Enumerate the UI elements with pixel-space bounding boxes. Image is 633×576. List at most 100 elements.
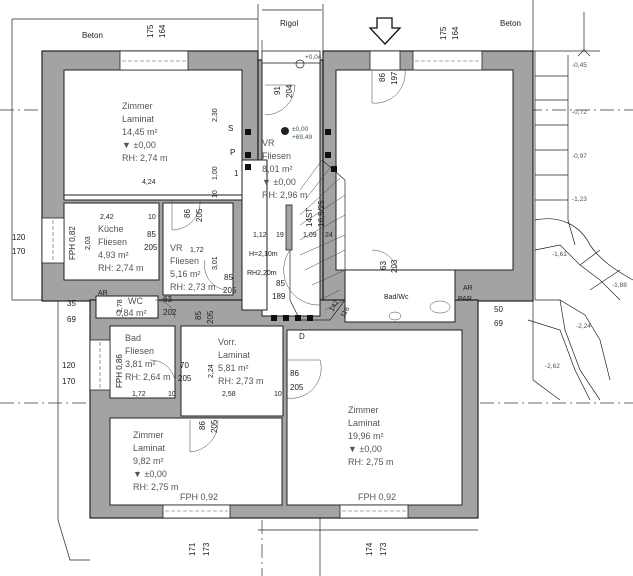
svg-text:VR: VR xyxy=(170,243,183,253)
svg-text:Laminat: Laminat xyxy=(218,350,251,360)
svg-text:Zimmer: Zimmer xyxy=(348,405,379,415)
svg-text:10: 10 xyxy=(168,391,176,398)
svg-text:AR: AR xyxy=(98,290,108,297)
svg-text:S: S xyxy=(228,124,233,133)
svg-text:RH: 2,73 m: RH: 2,73 m xyxy=(170,282,216,292)
svg-text:-0,72: -0,72 xyxy=(572,109,587,116)
svg-text:2,03: 2,03 xyxy=(85,236,92,250)
svg-text:1,12: 1,12 xyxy=(253,232,267,239)
svg-text:Fliesen: Fliesen xyxy=(170,256,199,266)
svg-text:175: 175 xyxy=(439,26,448,40)
svg-text:Laminat: Laminat xyxy=(133,443,166,453)
svg-text:-0,45: -0,45 xyxy=(572,62,587,69)
label-rigol: Rigol xyxy=(280,19,298,28)
svg-text:205: 205 xyxy=(223,286,237,295)
svg-text:RH: 2,74 m: RH: 2,74 m xyxy=(122,153,168,163)
level-marker-icon xyxy=(281,127,289,135)
svg-text:205: 205 xyxy=(195,208,204,222)
svg-text:205: 205 xyxy=(206,310,215,324)
svg-text:1,00: 1,00 xyxy=(212,166,219,180)
svg-text:▼ ±0,00: ▼ ±0,00 xyxy=(262,177,296,187)
svg-text:D: D xyxy=(299,332,305,341)
svg-text:Vorr.: Vorr. xyxy=(218,337,237,347)
svg-text:202: 202 xyxy=(163,308,177,317)
svg-text:Küche: Küche xyxy=(98,224,124,234)
doors xyxy=(149,69,406,453)
svg-text:19: 19 xyxy=(276,232,284,239)
svg-text:2,24: 2,24 xyxy=(208,364,215,378)
svg-text:173: 173 xyxy=(202,542,211,556)
svg-text:86: 86 xyxy=(183,209,192,218)
room-zimmer-bottom-left: Zimmer Laminat 9,82 m² ▼ ±0,00 RH: 2,75 … xyxy=(133,430,218,502)
svg-text:35: 35 xyxy=(67,299,76,308)
svg-text:4,24: 4,24 xyxy=(142,179,156,186)
label-beton-left: Beton xyxy=(82,31,103,40)
svg-text:24: 24 xyxy=(325,232,333,239)
svg-text:▼ ±0,00: ▼ ±0,00 xyxy=(122,140,156,150)
svg-text:-2,62: -2,62 xyxy=(545,363,560,370)
svg-text:H=2,10m: H=2,10m xyxy=(249,251,278,258)
svg-text:63: 63 xyxy=(379,261,388,270)
svg-text:203: 203 xyxy=(390,259,399,273)
svg-text:85: 85 xyxy=(276,279,285,288)
svg-text:189: 189 xyxy=(272,292,286,301)
svg-text:1,09: 1,09 xyxy=(303,232,317,239)
svg-text:10: 10 xyxy=(148,214,156,221)
svg-text:9,82 m²: 9,82 m² xyxy=(133,456,164,466)
svg-text:-1,88: -1,88 xyxy=(612,282,627,289)
toilet-icon xyxy=(429,300,451,314)
svg-text:4,93 m²: 4,93 m² xyxy=(98,250,129,260)
svg-text:RH: 2,96 m: RH: 2,96 m xyxy=(262,190,308,200)
room-bad-wc: Bad/Wc xyxy=(384,294,409,301)
svg-text:RH: 2,75 m: RH: 2,75 m xyxy=(348,457,394,467)
svg-text:205: 205 xyxy=(144,243,158,252)
room-vorr: Vorr. Laminat 5,81 m² RH: 2,73 m xyxy=(218,337,264,386)
room-zimmer-bottom-right: Zimmer Laminat 19,96 m² ▼ ±0,00 RH: 2,75… xyxy=(348,405,396,502)
svg-text:-2,24: -2,24 xyxy=(576,323,591,330)
svg-text:RH2,20m: RH2,20m xyxy=(247,270,277,277)
svg-text:86: 86 xyxy=(378,73,387,82)
level-marker-icon xyxy=(295,59,305,69)
svg-text:5,16 m²: 5,16 m² xyxy=(170,269,201,279)
room-vr-small: VR Fliesen 5,16 m² RH: 2,73 m xyxy=(170,243,216,292)
svg-text:8,01 m²: 8,01 m² xyxy=(262,164,293,174)
svg-text:204: 204 xyxy=(285,84,294,98)
svg-text:10: 10 xyxy=(274,391,282,398)
svg-text:120: 120 xyxy=(12,233,26,242)
svg-text:86: 86 xyxy=(290,369,299,378)
svg-text:120: 120 xyxy=(62,361,76,370)
room-bad: Bad Fliesen 3,81 m² RH: 2,64 m xyxy=(125,333,171,382)
svg-text:1,72: 1,72 xyxy=(190,247,204,254)
svg-text:RH: 2,64 m: RH: 2,64 m xyxy=(125,372,171,382)
svg-text:FPH 0,86: FPH 0,86 xyxy=(115,354,124,388)
svg-text:16,5/25: 16,5/25 xyxy=(317,200,326,227)
svg-text:14ST: 14ST xyxy=(305,208,314,227)
svg-text:197: 197 xyxy=(390,71,399,85)
svg-text:164: 164 xyxy=(158,24,167,38)
svg-text:63: 63 xyxy=(163,295,172,304)
svg-text:Zimmer: Zimmer xyxy=(133,430,164,440)
svg-text:142: 142 xyxy=(329,299,341,313)
svg-text:Fliesen: Fliesen xyxy=(262,151,291,161)
svg-text:▼ ±0,00: ▼ ±0,00 xyxy=(133,469,167,479)
svg-text:50: 50 xyxy=(494,305,503,314)
svg-text:171: 171 xyxy=(188,542,197,556)
svg-text:WC: WC xyxy=(128,296,143,306)
svg-text:±0,00: ±0,00 xyxy=(292,126,309,133)
svg-text:1,72: 1,72 xyxy=(132,391,146,398)
room-wc: WC 0,84 m² xyxy=(116,296,147,318)
svg-text:FPH 0,92: FPH 0,92 xyxy=(180,492,218,502)
svg-text:FPH 0,92: FPH 0,92 xyxy=(358,492,396,502)
entrance-arrow-icon xyxy=(368,17,402,45)
svg-text:1: 1 xyxy=(234,169,239,178)
svg-text:70: 70 xyxy=(180,361,189,370)
svg-text:FPH 0,82: FPH 0,82 xyxy=(68,226,77,260)
svg-text:3,81 m²: 3,81 m² xyxy=(125,359,156,369)
svg-text:175: 175 xyxy=(146,24,155,38)
svg-text:170: 170 xyxy=(12,247,26,256)
svg-text:RH: 2,75 m: RH: 2,75 m xyxy=(133,482,179,492)
rooms xyxy=(63,61,514,506)
svg-text:69: 69 xyxy=(67,315,76,324)
svg-text:Bad: Bad xyxy=(125,333,141,343)
terrace-steps xyxy=(527,12,633,401)
